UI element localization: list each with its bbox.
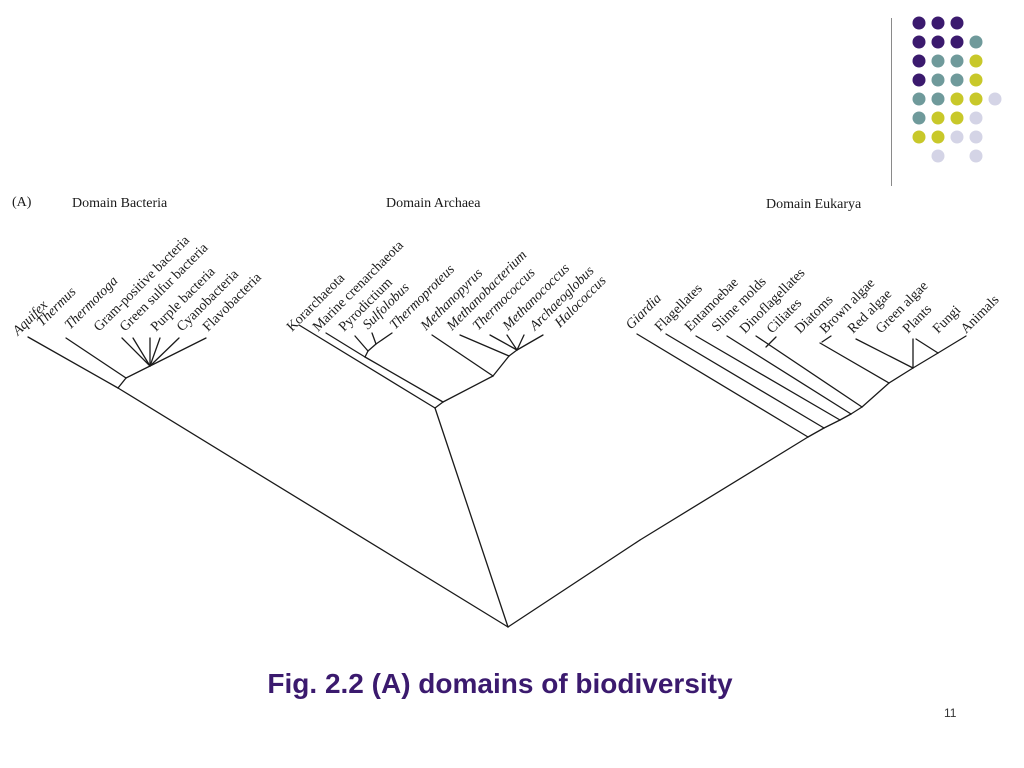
domain-header-eukarya: Domain Eukarya (766, 197, 862, 212)
tree-branch (149, 337, 180, 367)
tree-branch (371, 332, 377, 345)
decorative-dot (950, 73, 964, 87)
decorative-dot (912, 130, 926, 144)
tree-branch (765, 336, 777, 348)
decorative-dot (931, 149, 945, 163)
tree-branch (367, 343, 377, 352)
decorative-dot (969, 149, 983, 163)
slide-caption: Fig. 2.2 (A) domains of biodiversity (267, 668, 733, 699)
decorative-dot (950, 35, 964, 49)
decorative-dot (912, 16, 926, 30)
tree-branch (434, 407, 509, 628)
decorative-dot (969, 35, 983, 49)
tree-branch (516, 334, 525, 351)
decorative-dot (931, 92, 945, 106)
decorative-dot (969, 73, 983, 87)
taxon-label: Animals (958, 293, 1002, 337)
tree-branch (915, 338, 939, 354)
tree-branch (492, 355, 510, 377)
tree-branch (65, 337, 127, 379)
tree-branch (506, 334, 518, 351)
tree-branch (861, 382, 890, 408)
tree-branch (442, 375, 494, 403)
tree-branch (121, 337, 151, 367)
tree-branch (937, 335, 967, 354)
decorative-dot-grid (912, 16, 1002, 163)
decorative-dot (912, 54, 926, 68)
tree-branch (149, 337, 207, 367)
tree-branch (507, 539, 641, 628)
decorative-dot (912, 111, 926, 125)
tree-branch (850, 406, 863, 415)
decorative-dot (931, 35, 945, 49)
tree-branch (726, 335, 852, 415)
decorative-dot (988, 92, 1002, 106)
decorative-dot (912, 35, 926, 49)
tree-branch (125, 365, 151, 379)
tree-branch (375, 332, 393, 345)
tree-branch (639, 436, 809, 541)
decorative-dot (931, 111, 945, 125)
tree-branch (431, 334, 494, 377)
tree-branch (888, 367, 914, 384)
decorative-dot (969, 130, 983, 144)
decorative-dot (969, 92, 983, 106)
tree-branch (636, 333, 809, 438)
decorative-dot (950, 130, 964, 144)
tree-branch (27, 336, 119, 389)
tree-branch (132, 337, 151, 367)
tree-branch (665, 333, 825, 429)
tree-branch (364, 356, 444, 403)
decorative-dot (950, 54, 964, 68)
decorative-dot (912, 92, 926, 106)
tree-branch (325, 332, 366, 358)
tree-branch (364, 350, 369, 358)
tree-branches (27, 324, 967, 628)
tree-branch (807, 427, 825, 438)
tree-branch (695, 335, 841, 421)
panel-label: (A) (12, 195, 32, 210)
tree-branch (117, 377, 127, 389)
tree-branch (823, 419, 841, 429)
tree-branch (489, 334, 518, 351)
decorative-dot (931, 16, 945, 30)
tree-branch (516, 334, 544, 351)
tree-branch (434, 401, 444, 409)
tree-branch (755, 335, 863, 408)
decorative-dot (931, 54, 945, 68)
tree-branch (117, 387, 509, 628)
page-number: 11 (944, 706, 957, 720)
tree-branch (855, 338, 914, 369)
tree-branch (912, 352, 939, 369)
decorative-dot (969, 111, 983, 125)
tree-branch (298, 324, 436, 409)
decorative-dot (950, 92, 964, 106)
decorative-dot (931, 73, 945, 87)
tree-branch (839, 413, 852, 421)
decorative-dot (969, 54, 983, 68)
domain-header-bacteria: Domain Bacteria (72, 196, 168, 211)
decorative-dot (950, 111, 964, 125)
tree-branch (508, 349, 518, 357)
domain-header-archaea: Domain Archaea (386, 196, 481, 211)
tree-branch (354, 335, 369, 352)
taxon-label: Fungi (930, 303, 964, 337)
decorative-vertical-rule (891, 18, 892, 186)
tree-branch (459, 334, 510, 357)
tree-branch (821, 335, 832, 343)
decorative-dot (912, 73, 926, 87)
tree-branch (149, 337, 161, 367)
decorative-dot (950, 16, 964, 30)
decorative-dot (931, 130, 945, 144)
tree-branch (819, 342, 890, 384)
